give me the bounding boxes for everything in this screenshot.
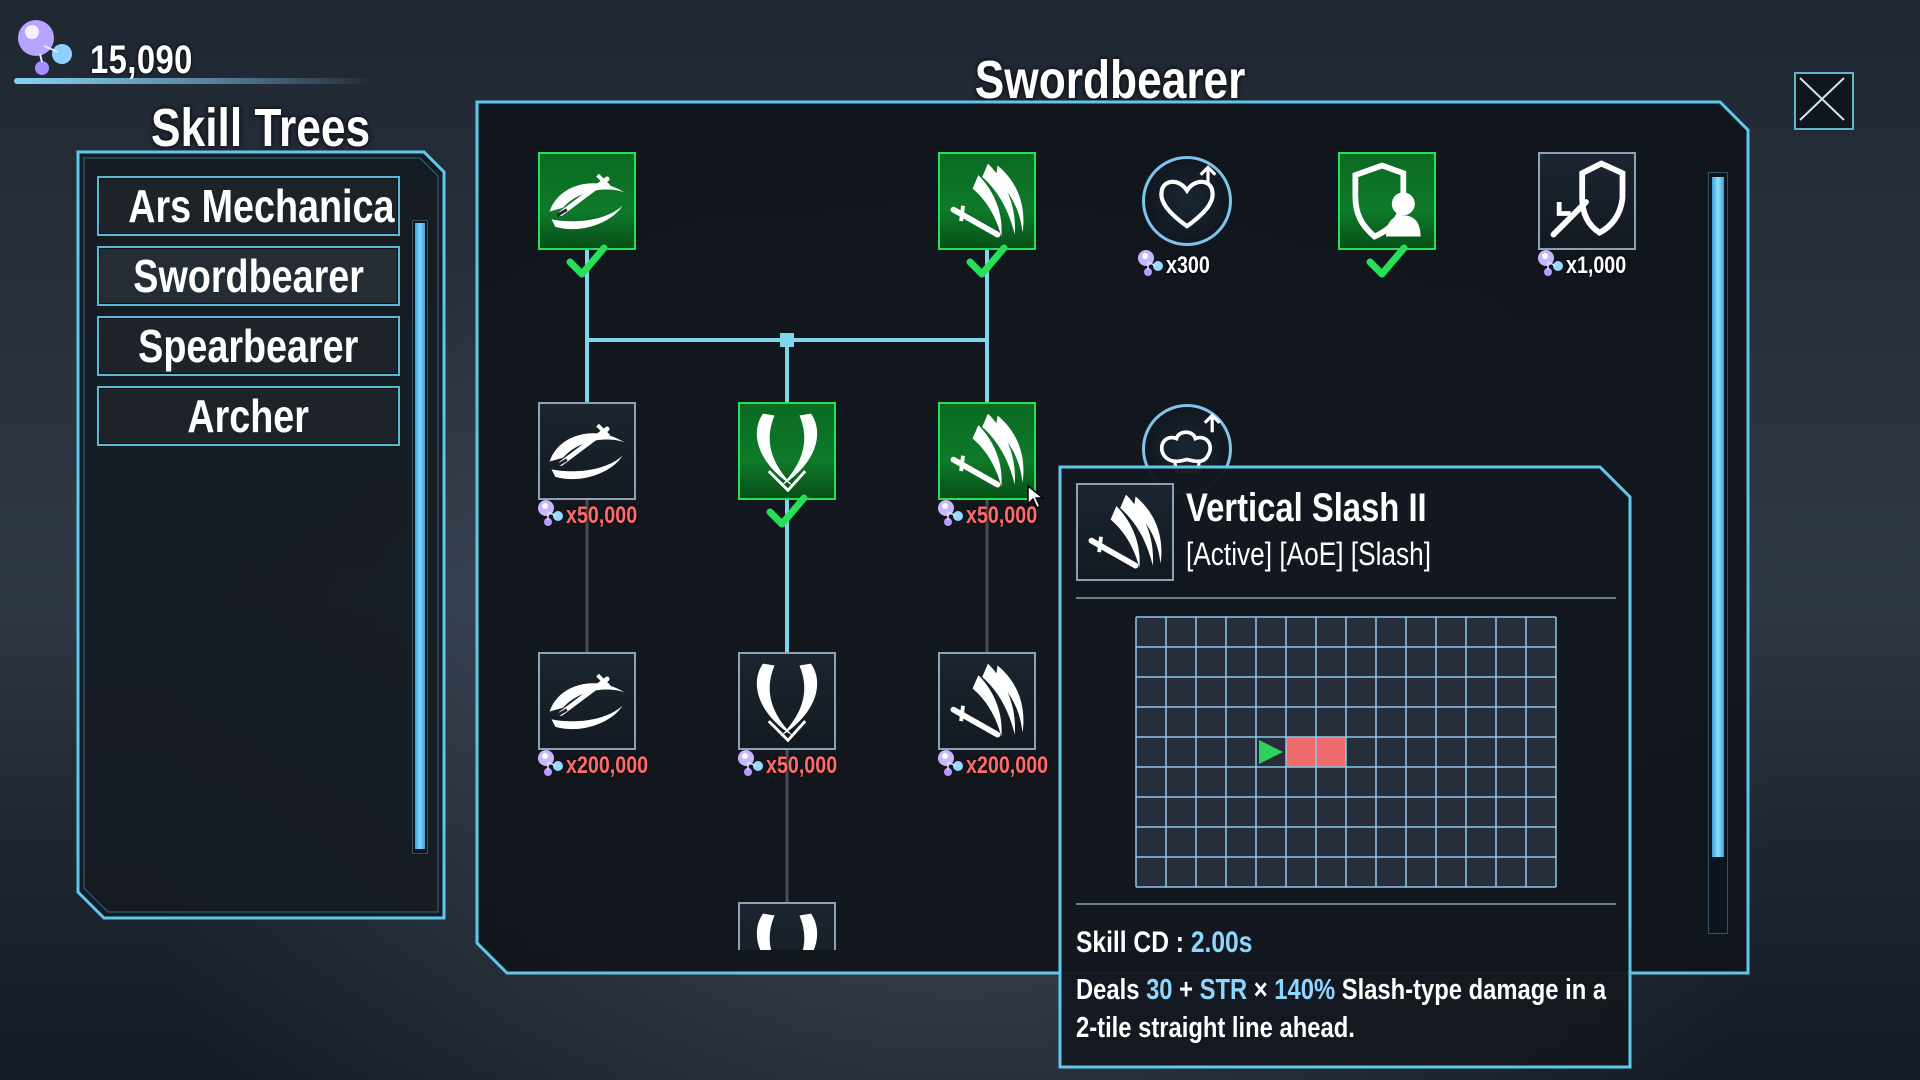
aoe-origin-arrow (1259, 740, 1283, 764)
heart-up-icon (1145, 159, 1229, 243)
shield-ally-icon (1340, 154, 1434, 248)
skill-node-cross-3[interactable] (738, 902, 836, 950)
skill-trees-panel: Ars Mechanica Swordbearer Spearbearer Ar… (76, 150, 446, 920)
orb-currency-icon (18, 20, 72, 75)
cooldown-value: 2.00s (1190, 926, 1253, 959)
vertical-slash-icon (940, 654, 1034, 748)
skill-node-slash-1[interactable] (938, 152, 1036, 250)
currency-display: 15,090 (14, 16, 374, 86)
skill-trees-title: Skill Trees (151, 98, 371, 158)
aoe-range-grid (1135, 616, 1557, 888)
close-button[interactable] (1794, 72, 1854, 130)
tooltip-skill-icon (1076, 483, 1174, 581)
skill-tree-scroll-thumb[interactable] (1712, 177, 1724, 857)
mouse-cursor-icon (1027, 484, 1046, 510)
tooltip-cooldown: Skill CD : 2.00s (1076, 926, 1253, 959)
gem-currency-icon (536, 498, 566, 528)
shield-counter-icon (1540, 154, 1634, 248)
gem-currency-icon (536, 748, 566, 778)
gem-currency-icon (936, 498, 966, 528)
learned-check-icon (566, 244, 608, 280)
skill-node-cross-2[interactable] (738, 652, 836, 750)
currency-amount: 15,090 (90, 38, 193, 82)
learned-check-icon (766, 494, 808, 530)
gem-currency-icon (936, 748, 966, 778)
skill-tooltip: Vertical Slash II [Active] [AoE] [Slash]… (1058, 465, 1632, 1069)
tooltip-divider (1076, 597, 1616, 599)
skill-node-shield-counter[interactable] (1538, 152, 1636, 250)
tooltip-description: Deals 30 + STR × 140% Slash-type damage … (1076, 974, 1607, 1044)
gem-currency-icon (1136, 248, 1166, 278)
skill-node-slash-2[interactable] (938, 402, 1036, 500)
gem-currency-icon (736, 748, 766, 778)
tooltip-skill-name: Vertical Slash II (1186, 486, 1427, 530)
currency-underline (14, 78, 374, 84)
sword-sweep-icon (540, 404, 634, 498)
cross-slash-icon (740, 654, 834, 748)
cross-slash-icon (740, 904, 834, 950)
tree-spearbearer-button[interactable]: Spearbearer (97, 316, 400, 376)
vertical-slash-icon (940, 404, 1034, 498)
tree-ars-mechanica-button[interactable]: Ars Mechanica (97, 176, 400, 236)
tree-swordbearer-button[interactable]: Swordbearer (97, 246, 400, 306)
skill-node-slash-3[interactable] (938, 652, 1036, 750)
aoe-hit-cell (1286, 737, 1316, 767)
skill-trees-scrollbar[interactable] (412, 220, 428, 854)
vertical-slash-icon (940, 154, 1034, 248)
skill-node-sweep-3[interactable] (538, 652, 636, 750)
sword-sweep-icon (540, 654, 634, 748)
learned-check-icon (966, 244, 1008, 280)
gem-currency-icon (1536, 248, 1566, 278)
cross-slash-icon (740, 404, 834, 498)
skill-node-sweep-2[interactable] (538, 402, 636, 500)
skill-node-cross-1[interactable] (738, 402, 836, 500)
learned-check-icon (1366, 244, 1408, 280)
vertical-slash-icon (1078, 485, 1172, 579)
skill-node-sweep-1[interactable] (538, 152, 636, 250)
aoe-hit-cell (1316, 737, 1346, 767)
main-panel-title: Swordbearer (974, 50, 1246, 110)
close-x-icon (1799, 77, 1845, 121)
skill-node-shield-ally[interactable] (1338, 152, 1436, 250)
tree-archer-button[interactable]: Archer (97, 386, 400, 446)
tooltip-skill-tags: [Active] [AoE] [Slash] (1186, 536, 1432, 572)
skill-trees-scroll-thumb[interactable] (415, 223, 425, 849)
skill-node-cross-3-frame (738, 902, 836, 950)
tooltip-divider (1076, 903, 1616, 905)
skill-node-heart[interactable] (1142, 156, 1232, 246)
sword-sweep-icon (540, 154, 634, 248)
skill-tree-scrollbar[interactable] (1708, 172, 1728, 934)
